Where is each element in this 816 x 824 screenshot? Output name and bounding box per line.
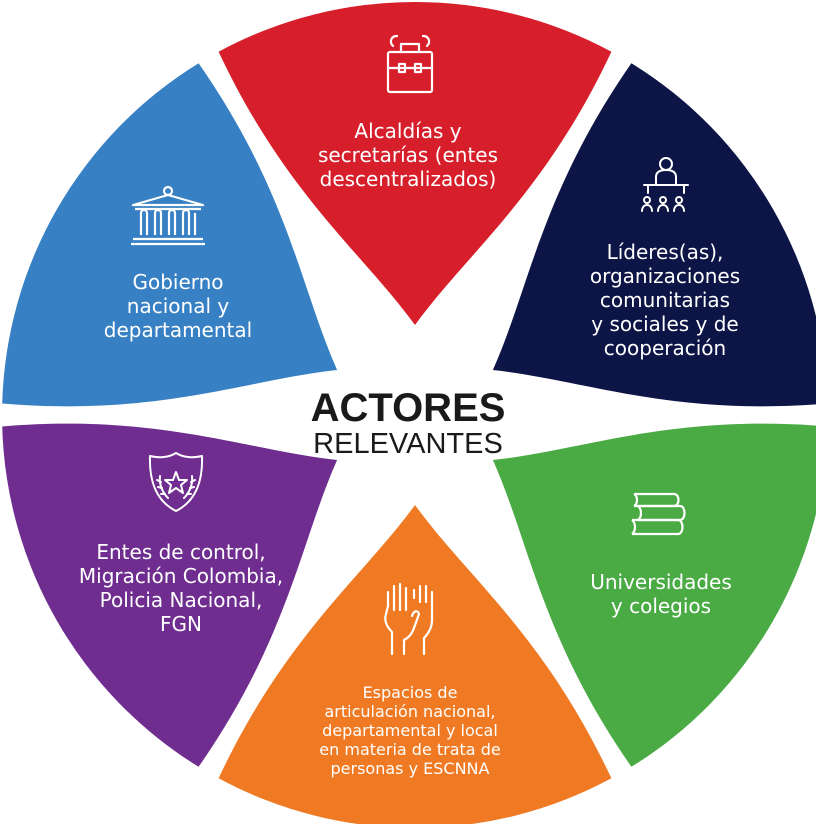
- segment-label-espacios: Espacios de articulación nacional, depar…: [299, 683, 521, 778]
- label-line: departamental y local: [322, 720, 498, 740]
- segment-label-alcaldias: Alcaldías y secretarías (entes descentra…: [292, 119, 524, 191]
- label-line: nacional y: [126, 294, 230, 318]
- label-line: Entes de control,: [96, 540, 266, 564]
- community-meeting-icon: [641, 157, 689, 212]
- raised-hands-icon: [384, 582, 434, 656]
- briefcase-icon: [386, 34, 434, 94]
- label-line: Espacios de: [362, 683, 458, 702]
- label-line: descentralizados): [319, 167, 497, 191]
- segment-label-entes: Entes de control, Migración Colombia, Po…: [56, 540, 306, 636]
- label-line: Policia Nacional,: [99, 588, 263, 612]
- label-line: FGN: [160, 612, 202, 636]
- label-line: cooperación: [603, 336, 727, 360]
- label-line: y sociales y de: [591, 312, 739, 336]
- segment-label-universidades: Universidades y colegios: [566, 570, 756, 618]
- segment-entes: [2, 423, 338, 767]
- label-line: articulación nacional,: [324, 701, 496, 721]
- label-line: comunitarias: [599, 288, 731, 312]
- segment-universidades: [492, 423, 816, 767]
- label-line: organizaciones: [589, 264, 741, 288]
- center-title-sub: RELEVANTES: [313, 428, 503, 460]
- government-building-icon: [131, 185, 205, 246]
- label-line: Gobierno: [132, 270, 224, 294]
- label-line: personas y ESCNNA: [330, 758, 490, 778]
- segment-espacios: [218, 505, 612, 824]
- label-line: en materia de trata de: [319, 739, 501, 759]
- label-line: Líderes(as),: [606, 240, 724, 264]
- label-line: secretarías (entes: [317, 143, 499, 167]
- segment-label-gobierno: Gobierno nacional y departamental: [70, 270, 286, 342]
- label-line: Alcaldías y: [354, 119, 462, 143]
- segment-lideres: [492, 63, 816, 407]
- police-badge-icon: [148, 452, 204, 512]
- label-line: y colegios: [610, 594, 712, 618]
- center-title-main: ACTORES: [310, 386, 506, 430]
- label-line: departamental: [103, 318, 253, 342]
- segment-alcaldias: [218, 2, 612, 326]
- label-line: Migración Colombia,: [78, 564, 284, 588]
- center-title: ACTORES RELEVANTES: [258, 388, 558, 460]
- books-icon: [631, 492, 686, 536]
- label-line: Universidades: [590, 570, 732, 594]
- segment-label-lideres: Líderes(as), organizaciones comunitarias…: [555, 240, 775, 360]
